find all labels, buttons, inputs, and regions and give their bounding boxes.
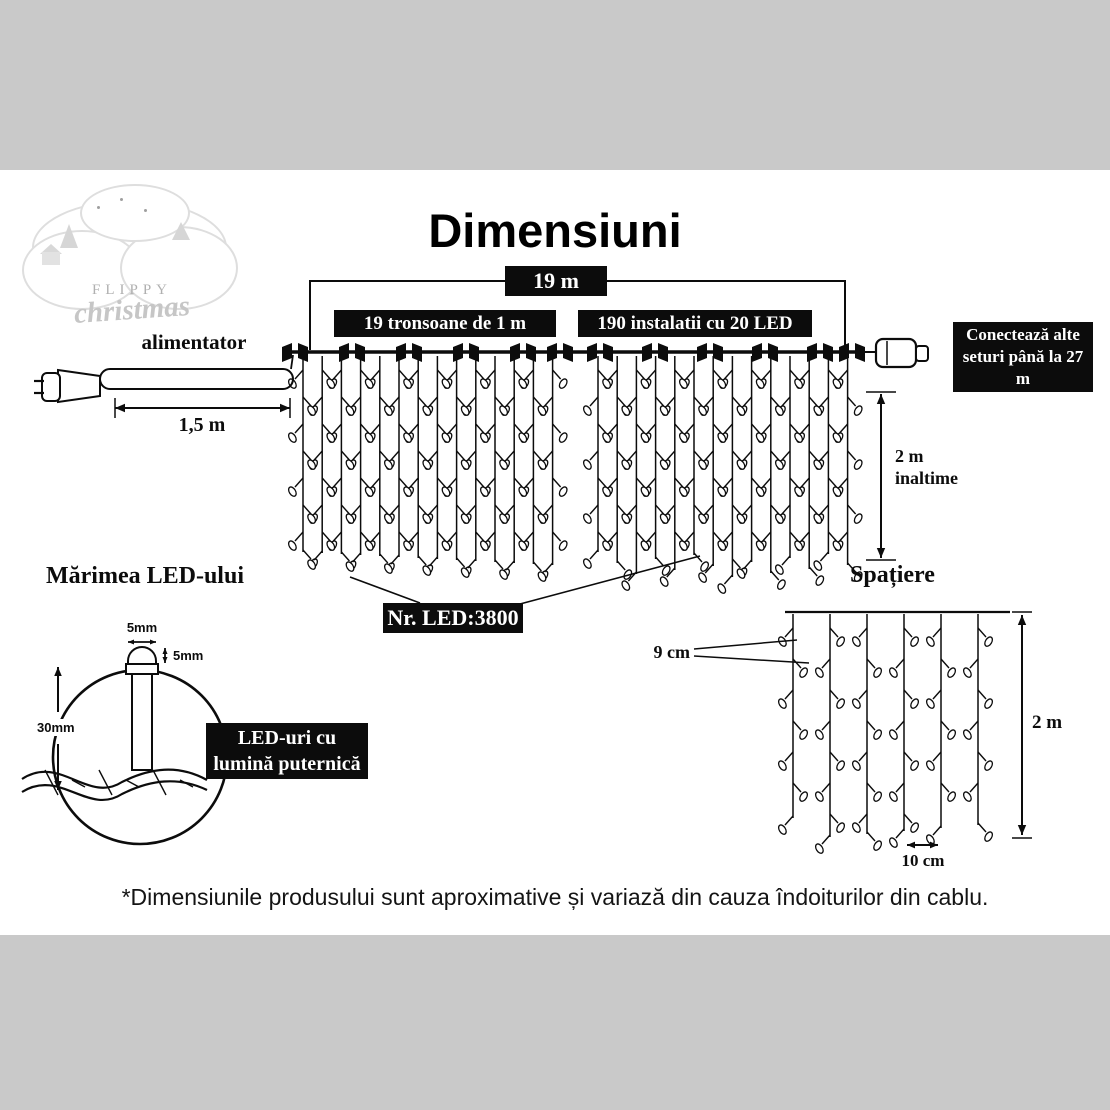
house-icon bbox=[42, 252, 60, 265]
led-body-length-label: 30mm bbox=[34, 719, 78, 736]
led-count-badge: Nr. LED:3800 bbox=[383, 603, 523, 633]
spacing-heading: Spațiere bbox=[850, 562, 935, 588]
curtain-height-value: 2 m bbox=[895, 446, 924, 466]
star-dot bbox=[120, 198, 123, 201]
star-dot bbox=[144, 209, 147, 212]
tree-icon bbox=[60, 224, 78, 248]
led-cap-width-label: 5mm bbox=[126, 620, 158, 635]
curtain-height-word: inaltime bbox=[895, 468, 958, 488]
led-callout-badge: LED-uri cu lumină puternică bbox=[206, 723, 368, 779]
power-supply-label: alimentator bbox=[141, 330, 247, 354]
disclaimer-text: *Dimensiunile produsului sunt aproximati… bbox=[121, 884, 989, 910]
page-title: Dimensiuni bbox=[428, 204, 682, 257]
house-roof-icon bbox=[40, 244, 62, 254]
logo-brand-text: FLIPPY bbox=[91, 282, 173, 298]
installations-badge: 190 instalatii cu 20 LED bbox=[578, 310, 812, 337]
brand-logo: FLIPPY christmas bbox=[22, 182, 242, 342]
tree-icon bbox=[172, 222, 190, 240]
horizontal-gap-label: 10 cm bbox=[901, 851, 945, 870]
logo-cloud-top bbox=[80, 184, 190, 242]
cord-length-label: 1,5 m bbox=[178, 414, 226, 436]
star-dot bbox=[97, 206, 100, 209]
sections-badge: 19 tronsoane de 1 m bbox=[334, 310, 556, 337]
led-cap-height-label: 5mm bbox=[173, 648, 204, 663]
total-length-badge: 19 m bbox=[505, 266, 607, 296]
connect-note-badge: Conectează alte seturi până la 27 m bbox=[953, 322, 1093, 392]
led-size-heading: Mărimea LED-ului bbox=[46, 563, 244, 589]
vertical-gap-label: 9 cm bbox=[653, 642, 690, 662]
spacing-height-label: 2 m bbox=[1032, 712, 1063, 733]
